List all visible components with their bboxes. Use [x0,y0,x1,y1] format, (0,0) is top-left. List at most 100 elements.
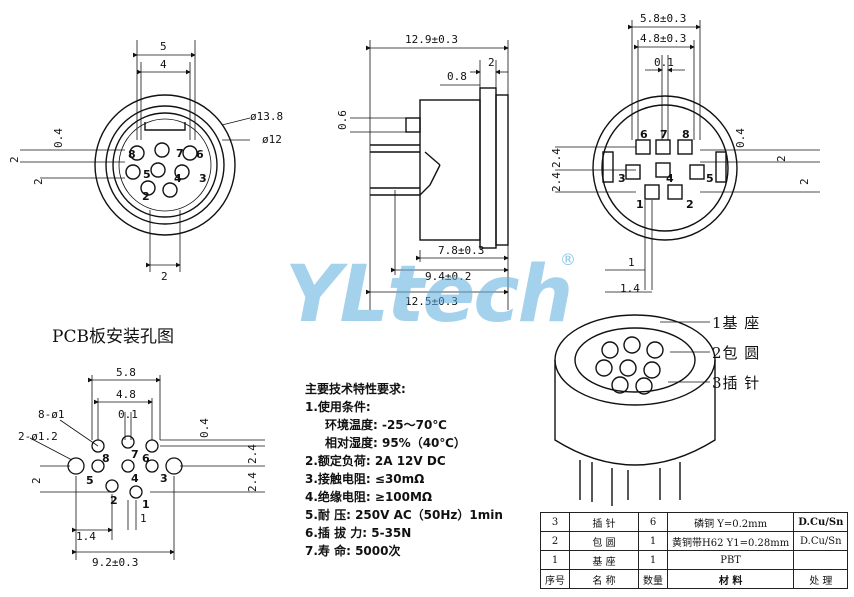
callout-pins: 3插 针 [712,374,761,392]
bottom-pin-label: 4 [666,172,674,185]
spec-row: 相对湿度: 95%（40℃） [325,436,466,450]
front-pin-label: 8 [128,148,136,161]
dim-bottom-5-8: 5.8±0.3 [640,12,686,25]
pcb-pin-label: 8 [102,452,110,465]
dim-pcb-4-8: 4.8 [116,388,136,401]
pcb-pin-label: 1 [142,498,150,511]
bom-header-row: 序号 名 称 数量 材 料 处 理 [540,569,849,589]
registered-mark: ® [560,250,576,269]
pcb-pin-label: 6 [142,452,150,465]
callout-base: 1基 座 [712,314,761,332]
bom-cell: PBT [666,550,795,570]
spec-row: 5.耐 压: 250V AC（50Hz）1min [305,508,503,522]
bottom-pin-label: 2 [686,198,694,211]
front-view [20,40,251,272]
bom-row: 2 包 圆 1 黄铜带H62 Y1=0.28mm D.Cu/Sn [540,531,849,551]
bottom-pin-label: 1 [636,198,644,211]
bom-header-cell: 数量 [638,569,668,589]
pcb-labels: 5.8 4.8 0.1 8-ø1 2-ø1.2 0.4 2.4 2.4 2 1 … [18,366,259,569]
bom-header-cell: 序号 [540,569,570,589]
spec-row: 2.额定负荷: 2A 12V DC [305,454,446,468]
bom-cell: D.Cu/Sn [793,512,849,532]
front-pin-label: 2 [142,190,150,203]
dim-front-2b: 2 [32,178,45,185]
bom-cell: 1 [638,550,668,570]
bom-cell: 磷铜 Y=0.2mm [666,512,795,532]
spec-row: 6.插 拔 力: 5-35N [305,526,412,540]
pcb-pin-label: 7 [131,448,139,461]
front-pin-label: 7 [176,147,184,160]
side-view [350,40,509,310]
dim-front-d12: ø12 [262,133,282,146]
dim-pcb-1-4: 1.4 [76,530,96,543]
dim-side-9-4: 9.4±0.2 [425,270,471,283]
dim-pcb-8-holes: 8-ø1 [38,408,65,421]
bom-cell: 1 [638,531,668,551]
spec-row: 7.寿 命: 5000次 [305,544,401,558]
dim-pcb-2-4a: 2.4 [246,444,259,464]
dim-pcb-2-4b: 2.4 [246,472,259,492]
dim-pcb-2: 2 [30,477,43,484]
dim-bottom-2-4a: 2.4 [550,148,563,168]
bottom-pin-label: 5 [706,172,714,185]
dim-side-12-5: 12.5±0.3 [405,295,458,308]
dim-bottom-0-4: 0.4 [734,128,747,148]
bom-row: 3 插 针 6 磷铜 Y=0.2mm D.Cu/Sn [540,512,849,532]
dim-pcb-5-8: 5.8 [116,366,136,379]
bom-header-cell: 名 称 [569,569,639,589]
pcb-pin-label: 4 [131,472,139,485]
bom-row: 1 基 座 1 PBT [540,550,849,570]
bottom-pin-label: 8 [682,128,690,141]
bom-cell: 3 [540,512,570,532]
spec-title: 主要技术特性要求: [305,382,406,396]
pcb-pin-label: 3 [160,472,168,485]
bottom-view-labels: 5.8±0.3 4.8±0.3 0.1 2.4 2.4 0.4 2 2 1 1.… [550,12,811,295]
front-view-labels: 5 4 ø13.8 ø12 0.4 2 2 2 8 7 6 5 4 3 2 [8,40,283,283]
bom-header-cell: 处 理 [793,569,849,589]
spec-row: 1.使用条件: [305,400,371,414]
dim-pcb-1: 1 [140,512,147,525]
bom-cell [793,550,849,570]
pcb-pin-label: 5 [86,474,94,487]
dim-pcb-9-2: 9.2±0.3 [92,556,138,569]
dim-bottom-2a: 2 [775,155,788,162]
dim-pcb-0-4: 0.4 [198,418,211,438]
front-pin-label: 4 [174,172,182,185]
bottom-pin-label: 6 [640,128,648,141]
dim-bottom-0-1: 0.1 [654,56,674,69]
dim-side-0-6: 0.6 [336,110,349,130]
pcb-pin-label: 2 [110,494,118,507]
dim-bottom-2b: 2 [798,178,811,185]
callout-shell: 2包 圆 [712,344,761,362]
dim-pcb-2-holes: 2-ø1.2 [18,430,58,443]
bom-header-cell: 材 料 [666,569,795,589]
dim-pcb-0-1: 0.1 [118,408,138,421]
dim-bottom-4-8: 4.8±0.3 [640,32,686,45]
dim-side-7-8: 7.8±0.3 [438,244,484,257]
bom-cell: 基 座 [569,550,639,570]
pcb-hole-pattern [29,375,265,560]
bill-of-materials: 3 插 针 6 磷铜 Y=0.2mm D.Cu/Sn 2 包 圆 1 黄铜带H6… [540,512,849,589]
dim-front-4: 4 [160,58,167,71]
bom-cell: 插 针 [569,512,639,532]
dim-front-0-4: 0.4 [52,128,65,148]
dim-front-d13-8: ø13.8 [250,110,283,123]
bom-cell: 黄铜带H62 Y1=0.28mm [666,531,795,551]
front-pin-label: 6 [196,148,204,161]
front-pin-label: 5 [143,168,151,181]
spec-block: 主要技术特性要求: 1.使用条件: 环境温度: -25～70℃ 相对湿度: 95… [305,380,503,560]
pcb-section-title: PCB板安装孔图 [52,327,174,347]
dim-side-2: 2 [488,56,495,69]
side-view-labels: 12.9±0.3 2 0.8 0.6 7.8±0.3 9.4±0.2 12.5±… [336,33,495,308]
dim-front-bottom-2: 2 [161,270,168,283]
front-pin-label: 3 [199,172,207,185]
dim-bottom-1: 1 [628,256,635,269]
bom-cell: 6 [638,512,668,532]
bottom-view [555,20,820,293]
spec-row: 环境温度: -25～70℃ [325,418,447,432]
spec-row: 3.接触电阻: ≤30mΩ [305,472,425,486]
dim-front-2a: 2 [8,156,21,163]
dim-side-0-8: 0.8 [447,70,467,83]
dim-bottom-1-4: 1.4 [620,282,640,295]
